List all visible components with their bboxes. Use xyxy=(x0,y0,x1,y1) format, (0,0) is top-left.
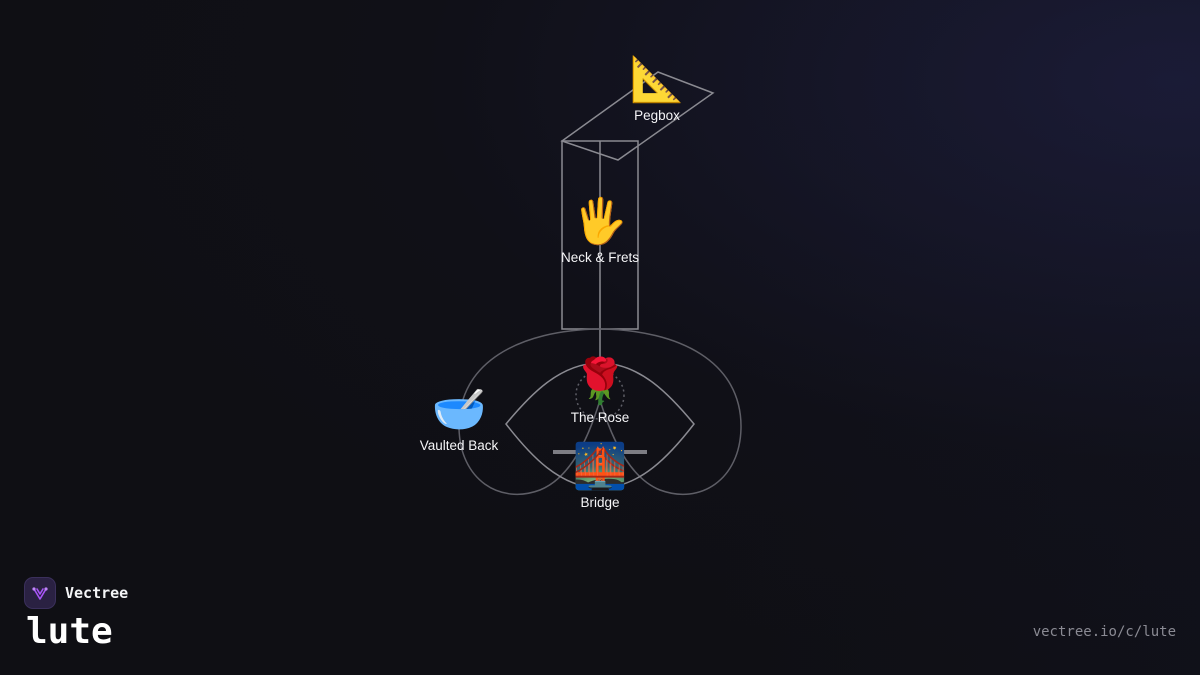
triangular-ruler-icon: 📐 xyxy=(629,54,685,105)
bowl-with-spoon-icon: 🥣 xyxy=(431,384,487,435)
node-label: Bridge xyxy=(580,495,620,510)
page-title: lute xyxy=(26,611,113,652)
node-label: Vaulted Back xyxy=(419,438,499,453)
raised-hand-icon: 🖐️ xyxy=(572,196,628,247)
body-outline-left xyxy=(458,328,601,495)
rose-icon: 🌹 xyxy=(572,356,628,407)
node-label: The Rose xyxy=(570,410,630,425)
body-outline-right xyxy=(599,328,742,495)
rose-circle xyxy=(575,370,625,420)
node-label: Pegbox xyxy=(634,108,680,123)
node-vaulted-back: 🥣 Vaulted Back xyxy=(389,384,529,453)
soundboard-outline xyxy=(505,362,695,489)
brand: Vectree xyxy=(24,577,128,609)
page-url[interactable]: vectree.io/c/lute xyxy=(1032,624,1176,640)
brand-name: Vectree xyxy=(65,584,129,602)
node-label: Neck & Frets xyxy=(560,250,639,265)
bridge-at-night-icon: 🌉 xyxy=(572,441,628,492)
node-bridge: 🌉 Bridge xyxy=(530,441,670,510)
node-neck: 🖐️ Neck & Frets xyxy=(530,196,670,265)
node-pegbox: 📐 Pegbox xyxy=(587,54,727,123)
node-rose: 🌹 The Rose xyxy=(530,356,670,425)
vectree-logo-icon xyxy=(24,577,56,609)
